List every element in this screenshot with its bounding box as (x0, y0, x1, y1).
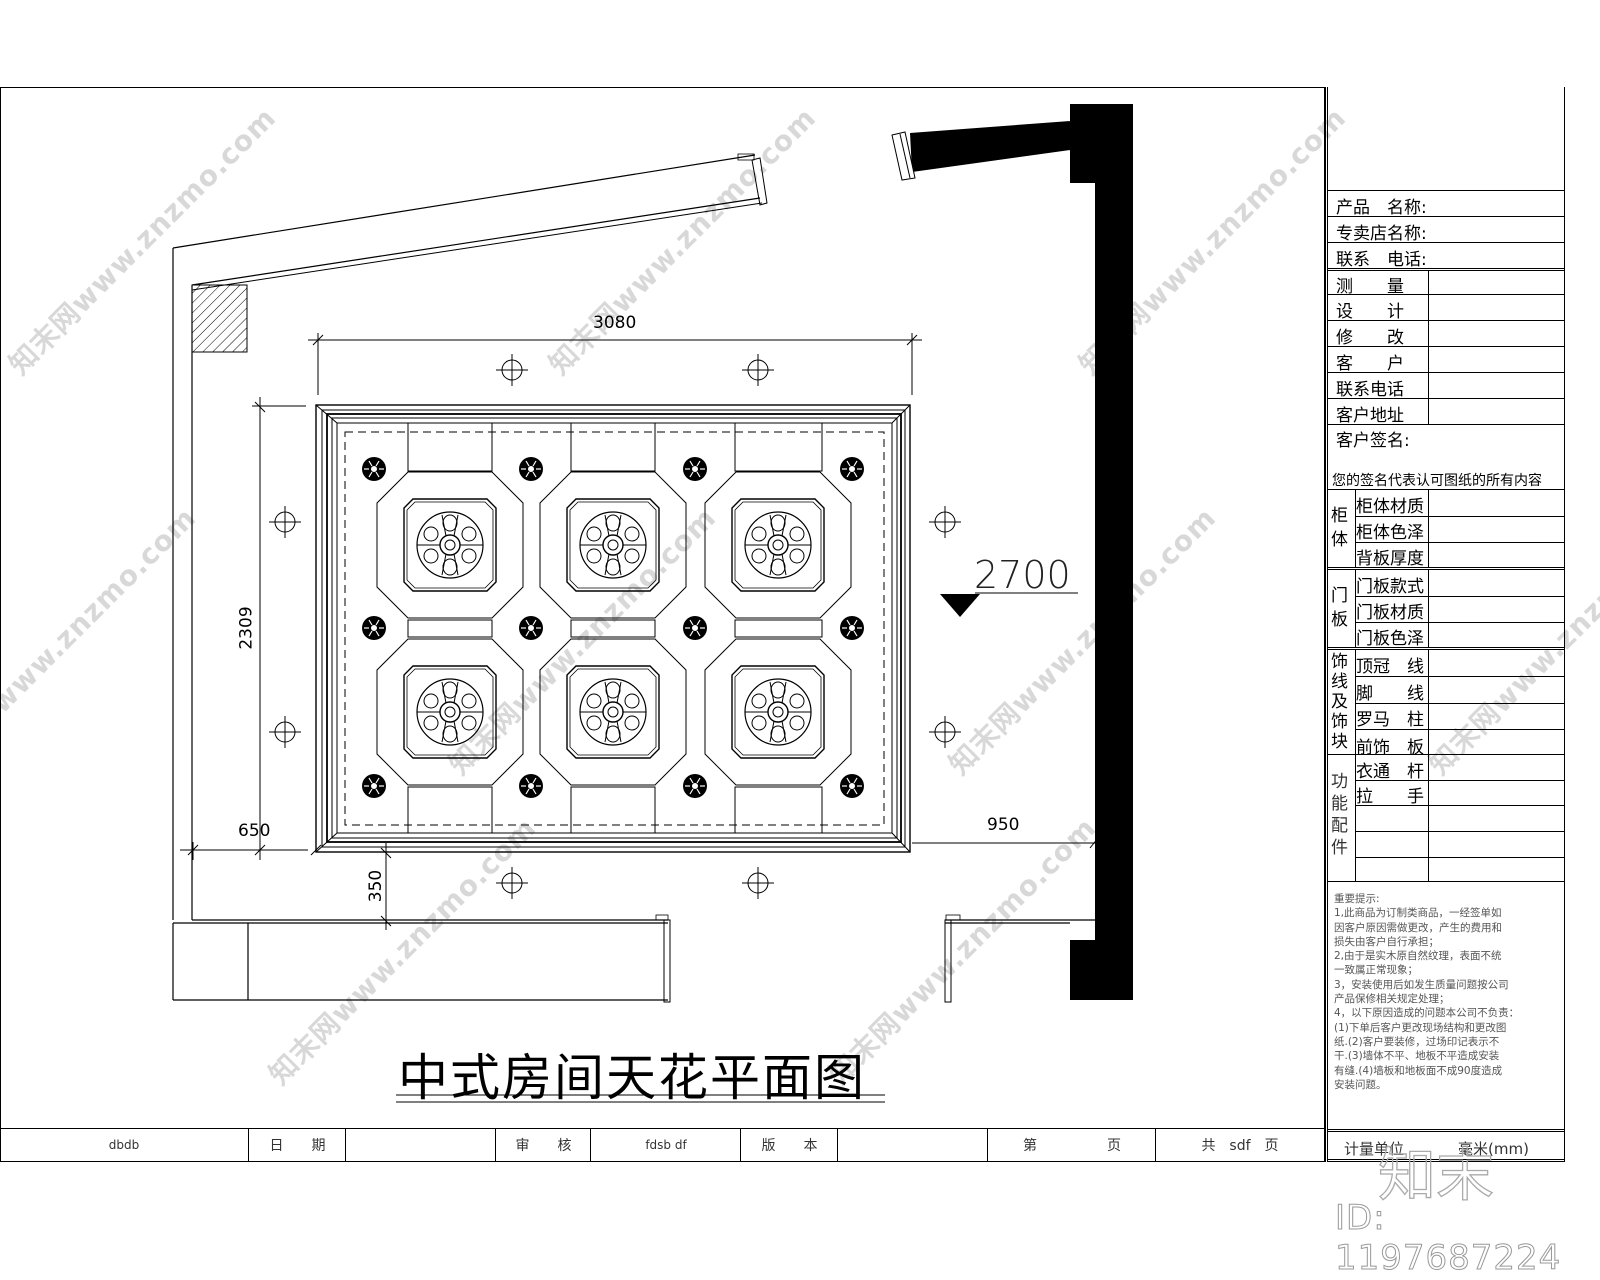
bottom-cell-review-label: 审 核 (495, 1129, 591, 1161)
group-label: 柜体 (1331, 506, 1348, 550)
header-field-store: 专卖店名称: (1328, 216, 1564, 244)
group-moldings: 饰线及饰块 顶冠 线 脚 线 罗马 柱 前饰 板 (1328, 647, 1564, 758)
bottom-info-bar: dbdb 日 期 审 核 fdsb df 版 本 第 页 共 sdf 页 (0, 1128, 1325, 1162)
info-row-measure: 测 量 (1328, 268, 1564, 297)
group-label: 饰线及饰块 (1331, 652, 1348, 752)
info-row-client-address: 客户地址 (1328, 398, 1564, 426)
ceiling-elevation-label: 2700 (974, 553, 1071, 597)
dim-right-offset: 950 (987, 815, 1020, 835)
bottom-cell-company: dbdb (108, 1138, 140, 1152)
bottom-cell-review-value: fdsb df (590, 1129, 741, 1161)
dim-width-top: 3080 (593, 313, 637, 333)
important-notice: 重要提示: 1,此商品为订制类商品，一经签单如 因客户原因需做更改，产生的费用和… (1328, 881, 1564, 1129)
dim-bottom-offset: 350 (366, 869, 387, 903)
info-row-client: 客 户 (1328, 346, 1564, 374)
group-door-panel: 门板 门板款式 门板材质 门板色泽 (1328, 567, 1564, 649)
brand-watermark: 知末 (1377, 1140, 1495, 1209)
dim-height-left: 2309 (236, 606, 257, 650)
bottom-cell-total-pages: 共 sdf 页 (1155, 1129, 1324, 1161)
unit-row: 计量单位 毫米(mm) (1328, 1129, 1564, 1162)
logo-area (1328, 87, 1564, 190)
title-block: 产品 名称: 专卖店名称: 联系 电话: 测 量 设 计 修 改 客 户 联系电… (1325, 87, 1565, 1162)
group-hardware: 功能配件 衣通 杆 拉 手 (1328, 754, 1564, 881)
group-label: 功能配件 (1331, 772, 1348, 858)
dim-left-offset: 650 (238, 821, 271, 841)
info-row-client-phone: 联系电话 (1328, 372, 1564, 400)
header-field-phone: 联系 电话: (1328, 242, 1564, 270)
header-field-product: 产品 名称: (1328, 190, 1564, 218)
bottom-cell-page: 第 页 (987, 1129, 1156, 1161)
group-cabinet: 柜体 柜体材质 柜体色泽 背板厚度 (1328, 489, 1564, 569)
signature-area: 客户签名: 您的签名代表认可图纸的所有内容 (1328, 424, 1564, 489)
info-row-design: 设 计 (1328, 294, 1564, 322)
image-id-watermark: ID: 1197687224 (1335, 1198, 1562, 1279)
bottom-cell-version-value (837, 1129, 988, 1161)
drawing-title: 中式房间天花平面图 (398, 1049, 866, 1107)
info-row-modify: 修 改 (1328, 320, 1564, 348)
group-label: 门板 (1331, 586, 1348, 630)
bottom-cell-date-label: 日 期 (248, 1129, 346, 1161)
bottom-cell-date-value (345, 1129, 496, 1161)
bottom-cell-version-label: 版 本 (740, 1129, 838, 1161)
